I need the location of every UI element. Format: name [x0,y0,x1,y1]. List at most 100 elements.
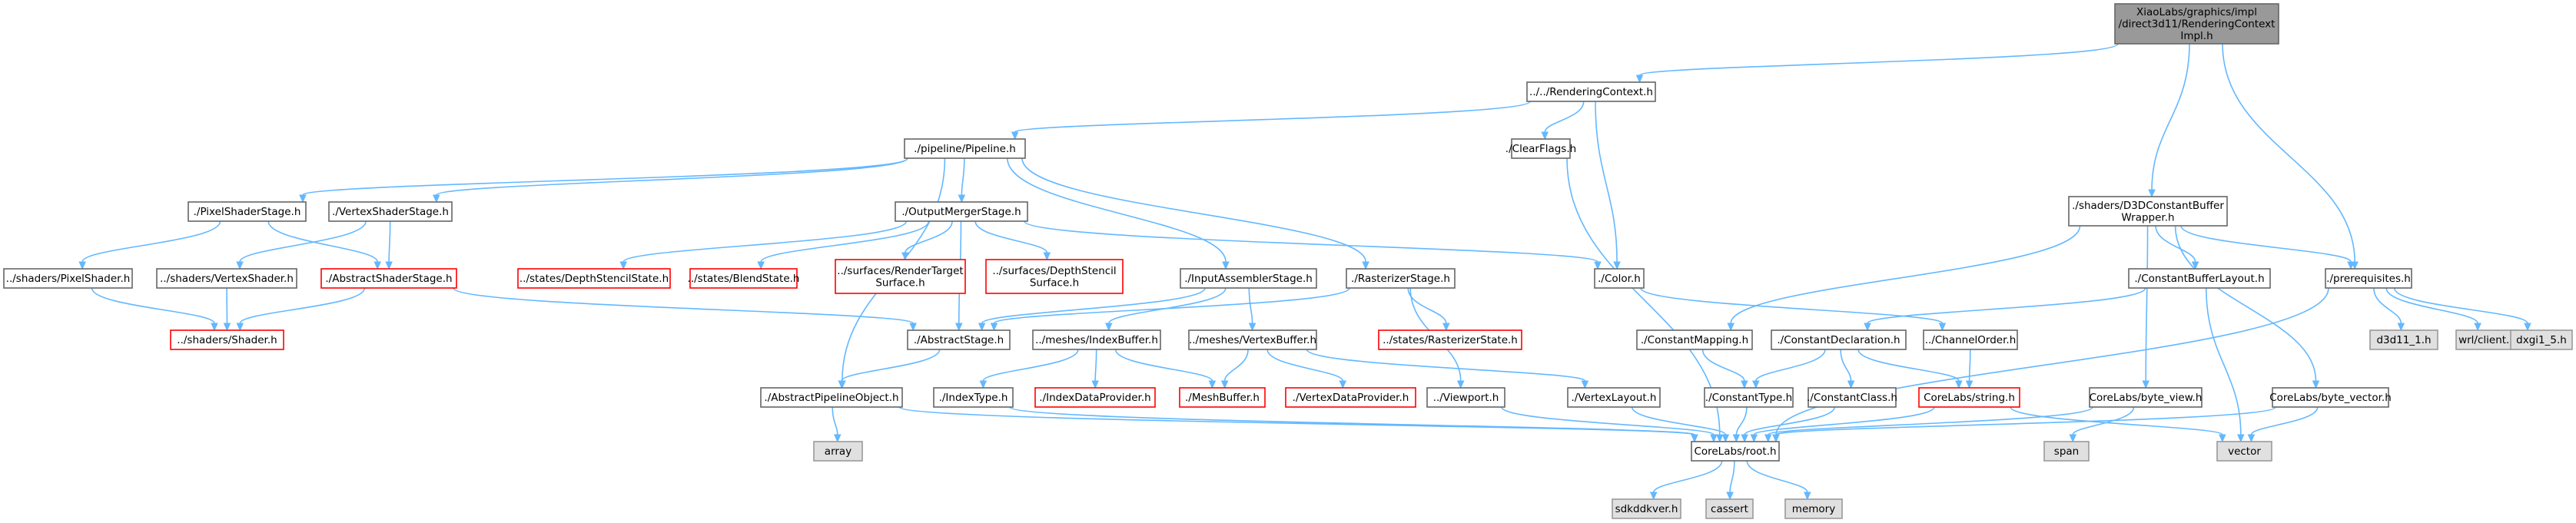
node-blendstate[interactable]: ../states/BlendState.h [688,268,800,289]
node-box [3,268,133,289]
node-label: ../states/DepthStencilState.h [520,273,669,285]
node-box [1612,498,1681,519]
node-pipeline[interactable]: ./pipeline/Pipeline.h [904,138,1026,159]
node-byte_view[interactable]: CoreLabs/byte_view.h [2089,387,2203,408]
node-box [2216,441,2272,462]
edge-outputmerger-to-depthstencilsurface [974,220,1051,261]
node-shaders_pixel[interactable]: ../shaders/PixelShader.h [3,268,133,289]
node-constantclass[interactable]: ./ConstantClass.h [1807,387,1897,408]
node-label: ./pipeline/Pipeline.h [914,143,1016,155]
node-label: ./VertexShaderStage.h [332,206,449,218]
node-label: ../Viewport.h [1433,392,1499,404]
node-box [2043,441,2090,462]
edge-renderingcontext-to-pipeline [1011,101,1531,141]
node-clearflags[interactable]: ./ClearFlags.h [1505,138,1576,159]
node-label: ./IndexType.h [939,392,1008,404]
node-box [1188,329,1317,350]
edge-root-to-prerequisites [2222,43,2359,270]
node-label: ./IndexDataProvider.h [1039,392,1150,404]
node-label: ../states/RasterizerState.h [1383,334,1518,346]
node-label: ../../RenderingContext.h [1529,86,1653,98]
node-constantdeclaration[interactable]: ./ConstantDeclaration.h [1771,329,1907,350]
node-box [2510,329,2573,350]
node-abstractshaderstage[interactable]: ./AbstractShaderStage.h [320,268,457,289]
edge-pipeline-to-rasterizer [1021,157,1369,270]
node-constantbufferlayout[interactable]: ./ConstantBufferLayout.h [2128,268,2271,289]
edge-byte_view-to-span [2069,406,2135,443]
edge-prerequisites-to-corelabs_root [1772,287,2329,443]
node-vertexlayout[interactable]: ./VertexLayout.h [1567,387,1661,408]
node-corelabs_root[interactable]: CoreLabs/root.h [1691,441,1780,462]
node-box [170,329,284,350]
node-indextype[interactable]: ./IndexType.h [933,387,1014,408]
node-label: CoreLabs/root.h [1694,445,1776,458]
node-box [933,387,1014,408]
node-shader[interactable]: ../shaders/Shader.h [170,329,284,350]
node-label: ./VertexLayout.h [1572,392,1657,404]
node-label: ./MeshBuffer.h [1185,392,1260,404]
node-vertexbuffer[interactable]: ../meshes/VertexBuffer.h [1188,329,1317,350]
node-label: ./AbstractPipelineObject.h [764,392,898,404]
edge-prerequisites-to-d3d11_1 [2373,287,2405,332]
node-label: array [825,445,851,458]
node-vertexdataprovider[interactable]: ./VertexDataProvider.h [1285,387,1416,408]
node-label: sdkddkver.h [1615,503,1678,515]
node-abstractstage[interactable]: ./AbstractStage.h [907,329,1011,350]
edge-vertexlayout-to-corelabs_root [1631,406,1730,443]
node-box [1179,387,1266,408]
node-renderingcontext[interactable]: ../../RenderingContext.h [1526,81,1656,102]
node-wrlclient: wrl/client.h [2455,329,2519,350]
edge-constantdeclaration-to-constantclass [1840,349,1855,389]
node-outputmerger[interactable]: ./OutputMergerStage.h [895,201,1028,222]
node-rasterizerstate[interactable]: ../states/RasterizerState.h [1378,329,1522,350]
node-channelorder[interactable]: ../ChannelOrder.h [1923,329,2018,350]
node-box [1594,268,1645,289]
edge-color-to-channelorder [1640,287,1947,332]
node-label: ./AbstractStage.h [914,334,1004,346]
node-box [1378,329,1522,350]
node-memory: memory [1784,498,1843,519]
node-vector: vector [2216,441,2272,462]
node-label: Surface.h [875,276,925,289]
node-indexbuffer[interactable]: ../meshes/IndexBuffer.h [1032,329,1161,350]
node-abstractpipelineobject[interactable]: ./AbstractPipelineObject.h [760,387,903,408]
node-prerequisites[interactable]: ./prerequisites.h [2325,268,2412,289]
node-pixelstage[interactable]: ./PixelShaderStage.h [188,201,307,222]
node-array: array [813,441,863,462]
node-color[interactable]: ./Color.h [1594,268,1645,289]
node-corelabs_string[interactable]: CoreLabs/string.h [1918,387,2020,408]
node-byte_vector[interactable]: CoreLabs/byte_vector.h [2269,387,2392,408]
node-label: Impl.h [2180,30,2213,42]
node-meshbuffer[interactable]: ./MeshBuffer.h [1179,387,1266,408]
node-box [904,138,1026,159]
node-box [1034,387,1156,408]
node-label: ./shaders/D3DConstantBuffer [2072,200,2224,212]
node-viewport[interactable]: ../Viewport.h [1426,387,1505,408]
node-inputassembler[interactable]: ./InputAssemblerStage.h [1180,268,1317,289]
node-label: cassert [1711,503,1748,515]
node-box [328,201,453,222]
node-sdkddkver: sdkddkver.h [1612,498,1681,519]
node-shaders_vertex[interactable]: ../shaders/VertexShader.h [156,268,297,289]
edge-abstractpipelineobject-to-array [832,406,842,443]
edge-byte_view-to-corelabs_root [1764,406,2093,443]
edge-abstractstage-to-abstractpipelineobject [838,349,941,389]
node-indexdataprovider[interactable]: ./IndexDataProvider.h [1034,387,1156,408]
node-label: ../meshes/VertexBuffer.h [1189,334,1316,346]
node-constantmapping[interactable]: ./ConstantMapping.h [1636,329,1753,350]
node-rasterizer[interactable]: ./RasterizerStage.h [1346,268,1456,289]
edge-channelorder-to-corelabs_string [1965,349,1973,389]
edge-prerequisites-to-dxgi1_5 [2393,287,2531,332]
edge-corelabs_root-to-memory [1746,460,1811,501]
edge-constantclass-to-corelabs_root [1741,406,1835,443]
node-label: ./PixelShaderStage.h [194,206,301,218]
node-box [689,268,798,289]
node-vertexstage[interactable]: ./VertexShaderStage.h [328,201,453,222]
node-constanttype[interactable]: ./ConstantType.h [1704,387,1794,408]
node-depthstencilstate[interactable]: ../states/DepthStencilState.h [517,268,671,289]
edge-outputmerger-to-rendertarget [901,220,953,261]
edge-constantdeclaration-to-constanttype [1752,349,1826,389]
